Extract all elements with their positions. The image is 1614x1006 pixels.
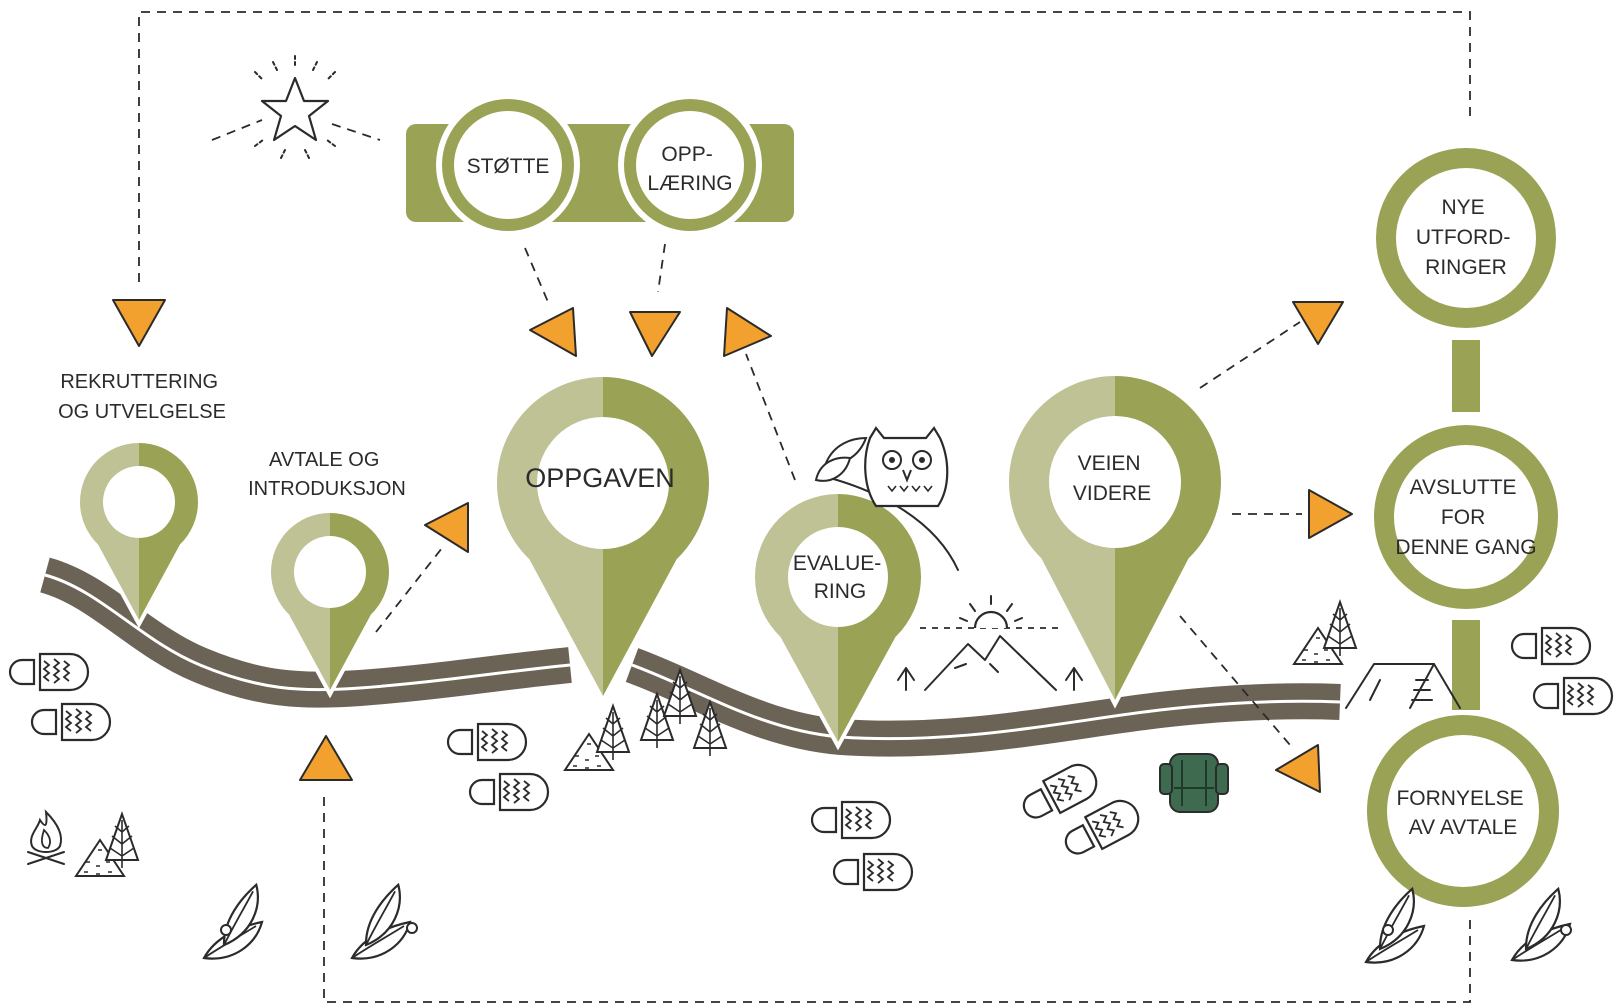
road xyxy=(39,557,1341,757)
pin-oppgaven xyxy=(493,373,713,705)
owl-icon xyxy=(814,426,959,571)
circle-fornyelse xyxy=(1367,715,1559,907)
connector-evaluering xyxy=(745,353,796,481)
label-oppgaven: OPPGAVEN xyxy=(525,463,675,493)
connector-avtale xyxy=(375,547,443,633)
pin-oppgaven-center xyxy=(537,417,669,549)
label-opplaering: OPP- LÆRING xyxy=(647,143,732,195)
pin-rekruttering xyxy=(76,439,202,629)
star-ray-right xyxy=(331,123,381,141)
support-banner xyxy=(406,93,794,237)
label-nye-utfordringer: NYE UTFORD- RINGER xyxy=(1416,196,1516,279)
arrow-up-avtale xyxy=(299,735,353,781)
right-column-connectors xyxy=(1452,340,1480,710)
tree-icon xyxy=(75,601,1357,877)
circle-avslutte xyxy=(1374,425,1558,609)
pin-avtale-center xyxy=(294,536,366,608)
pin-rekruttering-center xyxy=(103,466,175,538)
label-evaluering: EVALUE- RING xyxy=(793,552,887,603)
pin-veien-videre xyxy=(1005,372,1225,709)
backpack-icon xyxy=(1159,753,1229,813)
campfire-icon xyxy=(27,809,65,865)
label-veien-videre: VEIEN VIDERE xyxy=(1073,452,1151,505)
circle-nye-utfordringer xyxy=(1376,148,1556,328)
arrow-avtale-out xyxy=(424,502,469,553)
top-return-path xyxy=(138,11,1471,282)
label-fornyelse: FORNYELSE AV AVTALE xyxy=(1396,787,1529,839)
tent-icon xyxy=(1345,663,1461,709)
pin-veien-videre-center xyxy=(1049,416,1181,548)
arrow-stotte-in xyxy=(529,307,577,357)
arrow-evaluering-out xyxy=(723,307,772,357)
pin-avtale xyxy=(267,509,393,699)
star-ray-left xyxy=(211,119,263,141)
leaf-icon xyxy=(202,883,1578,964)
arrow-down-rekruttering xyxy=(112,299,166,347)
connector-fornyelse xyxy=(1179,615,1291,746)
bottom-return-path xyxy=(323,790,1471,1003)
label-stotte: STØTTE xyxy=(467,155,550,178)
label-avslutte: AVSLUTTE FOR DENNE GANG xyxy=(1395,476,1536,559)
star-icon xyxy=(254,55,336,159)
arrow-opplaering-in xyxy=(629,311,681,357)
connector-nye xyxy=(1199,321,1301,389)
arrow-avslutte-in xyxy=(1308,489,1353,539)
arrow-fornyelse-in xyxy=(1275,744,1321,793)
sun-mountain-icon xyxy=(897,595,1083,691)
arrow-nye-in xyxy=(1292,301,1344,345)
label-avtale: AVTALE OG INTRODUKSJON xyxy=(248,449,406,500)
label-rekruttering: REKRUTTERING OG UTVELGELSE xyxy=(58,371,226,423)
connector-opplaering xyxy=(657,243,666,293)
pin-evaluering-center xyxy=(788,527,888,627)
connector-stotte xyxy=(524,247,549,303)
